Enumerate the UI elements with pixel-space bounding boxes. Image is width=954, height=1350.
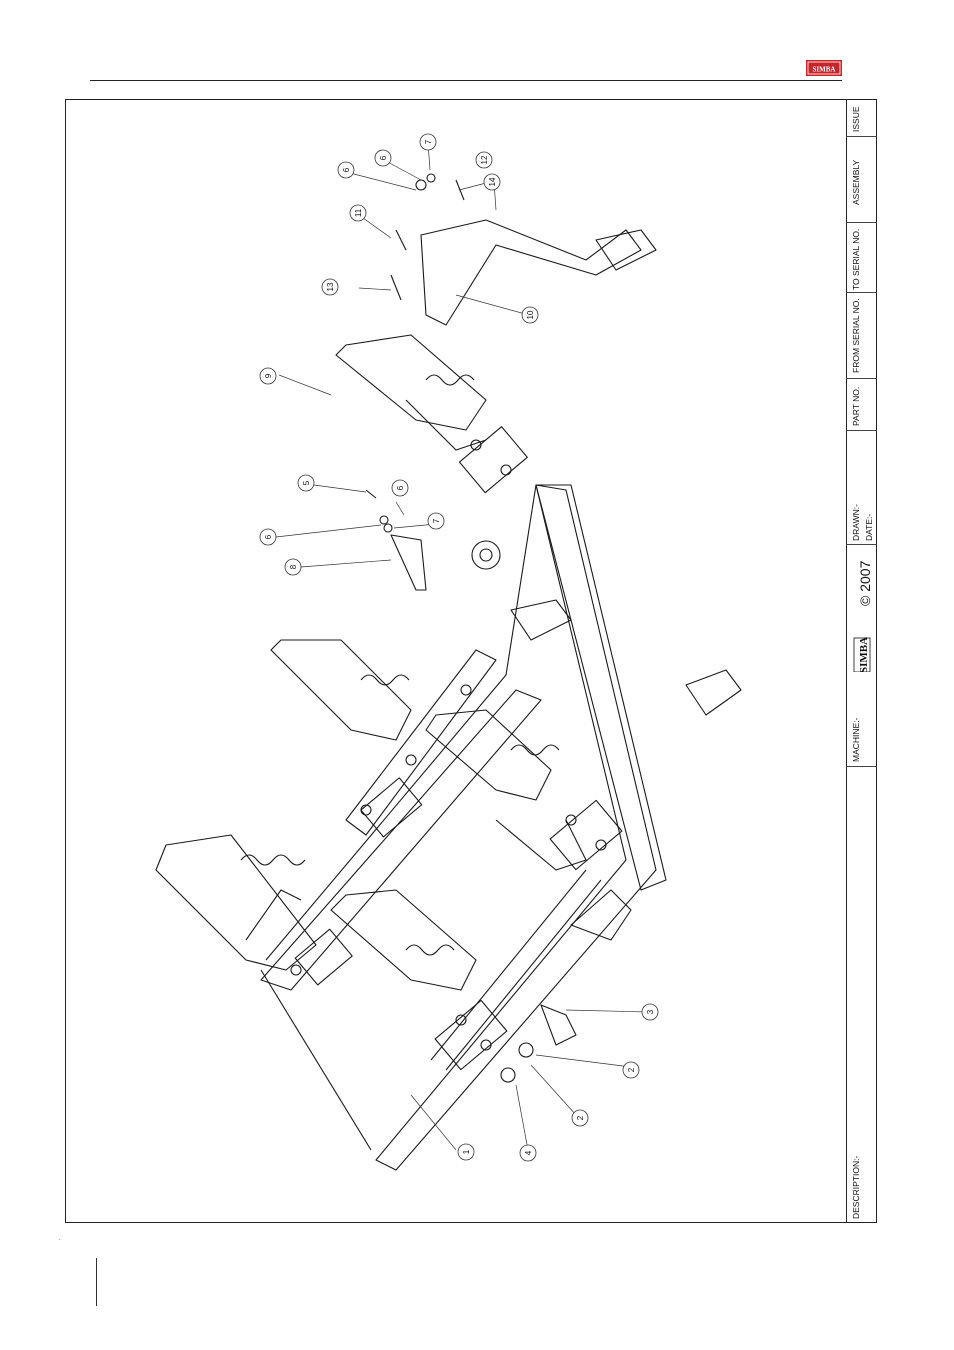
callout-7: 7 [432,518,441,523]
frame-beam [261,690,541,990]
frame-beam [346,650,496,835]
washer-part [519,1043,533,1057]
callout-13: 13 [326,282,335,291]
bolt-part [391,275,401,300]
from-serial-label: FROM SERIAL NO. [851,298,861,373]
pivot-boss [472,541,500,569]
exploded-assembly-drawing: 1 2 2 3 4 5 6 6 6 6 7 7 8 9 10 11 12 13 … [66,100,846,1222]
tine-leg [496,820,586,870]
washer-part [416,180,426,190]
bolt [501,465,511,475]
tine-leg [271,640,411,740]
callout-10: 10 [526,310,535,319]
title-divider [846,292,877,293]
washer-part [427,174,435,182]
part-no-label: PART NO. [851,387,861,426]
bolt-part [396,230,406,250]
tine-leg [156,835,316,970]
description-label: DESCRIPTION:- [851,1156,861,1219]
frame-beam [446,880,601,1070]
callout-12: 12 [480,155,489,164]
copyright-text: © 2007 [857,561,873,606]
simba-logo-corner: SIMBA [806,58,842,78]
to-serial-label: TO SERIAL NO. [851,229,861,290]
date-label: DATE:- [864,514,874,541]
callout-6: 6 [342,167,351,172]
callout-14: 14 [488,177,497,186]
callout-7: 7 [424,139,433,144]
callout-9: 9 [264,373,273,378]
stamp-brand: SIMBA [858,637,870,672]
gutter-rule [96,1258,97,1306]
bolt-part [541,1005,576,1045]
tine-point [686,670,741,715]
callout-3: 3 [646,1009,655,1014]
bolt [406,755,416,765]
machine-label: MACHINE:- [851,718,861,762]
callout-6: 6 [379,155,388,160]
bolt [291,965,301,975]
nut-part [501,1068,515,1082]
brand-logo-text: SIMBA [813,66,836,74]
tine-leg [336,335,486,430]
tine-leg [331,890,476,990]
callout-2: 2 [576,1115,585,1120]
washer-part [380,516,388,524]
callout-11: 11 [354,208,363,217]
title-divider [846,544,877,545]
drawn-label: DRAWN:- [851,504,861,541]
bolt [461,685,471,695]
callout-1: 1 [462,1149,471,1154]
title-divider [846,378,877,379]
tine-leg [406,400,486,450]
tine-point [511,600,571,640]
header-rule [90,80,842,81]
clamp-plate [295,929,352,985]
callout-6: 6 [264,534,273,539]
coil-spring [406,945,454,955]
coil-spring [511,745,559,755]
frame-beam [431,870,586,1060]
frame-beam [376,485,656,1170]
title-divider [846,136,877,137]
title-divider [846,430,877,431]
pin-part [391,535,426,590]
callout-8: 8 [289,564,298,569]
frame-beam [261,970,371,1150]
page-mark: . [59,1236,61,1242]
callout-4: 4 [524,1150,533,1155]
issue-label: ISSUE [851,106,861,132]
callout-5: 5 [302,480,311,485]
title-divider [846,222,877,223]
callout-2: 2 [627,1067,636,1072]
bolt [566,815,576,825]
tine-point [596,230,656,270]
clamp-plate [459,427,527,493]
washer-part [384,524,392,532]
assembly-label: ASSEMBLY [851,160,861,205]
callout-6: 6 [396,485,405,490]
title-divider [846,766,877,767]
bolt-part [366,490,376,498]
